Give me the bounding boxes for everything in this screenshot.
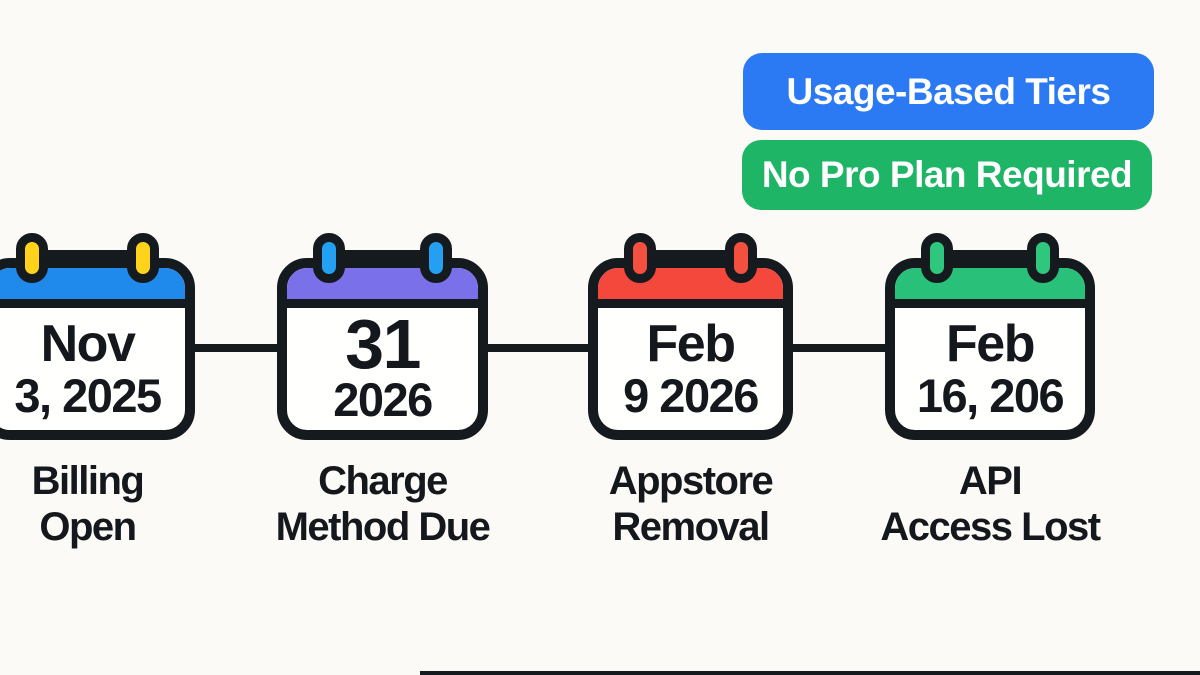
timeline-connector xyxy=(787,344,893,352)
calendar-ring-icon xyxy=(921,233,953,283)
event-label-line2: Method Due xyxy=(275,505,491,549)
event-label: Appstore Removal xyxy=(521,458,861,550)
event-label-line1: Billing xyxy=(31,459,145,503)
event-label-line2: Access Lost xyxy=(880,505,1101,549)
calendar-date: Feb 9 2026 xyxy=(598,308,783,430)
event-label: API Access Lost xyxy=(820,458,1160,550)
calendar-ring-icon xyxy=(1027,233,1059,283)
bottom-edge-line xyxy=(420,671,1200,675)
calendar-ring-icon xyxy=(725,233,757,283)
event-label-line1: Appstore xyxy=(608,459,774,503)
usage-tiers-badge-label: Usage-Based Tiers xyxy=(786,70,1111,112)
event-label-line2: Open xyxy=(39,505,137,549)
event-label-line2: Removal xyxy=(612,505,770,549)
calendar-ring-icon xyxy=(16,233,48,283)
calendar-date-month: Feb xyxy=(646,315,736,373)
usage-tiers-badge: Usage-Based Tiers xyxy=(743,53,1154,130)
calendar-date: Feb 16, 206 xyxy=(895,308,1085,430)
event-label: Charge Method Due xyxy=(213,458,553,550)
calendar-icon: Nov 3, 2025 xyxy=(0,258,195,440)
calendar-ring-icon xyxy=(624,233,656,283)
no-pro-plan-badge-label: No Pro Plan Required xyxy=(761,154,1133,195)
calendar-date: Nov 3, 2025 xyxy=(0,308,185,430)
no-pro-plan-badge: No Pro Plan Required xyxy=(742,140,1152,210)
calendar-ring-icon xyxy=(127,233,159,283)
calendar-date-day-year: 9 2026 xyxy=(623,369,759,422)
calendar-date-day: 31 xyxy=(345,305,421,383)
calendar-date-day-year: 16, 206 xyxy=(916,369,1065,422)
calendar-date: 31 2026 xyxy=(287,308,478,430)
calendar-date-month: Feb xyxy=(946,315,1035,373)
calendar-date-day-year: 3, 2025 xyxy=(14,369,162,422)
calendar-ring-icon xyxy=(313,233,345,283)
event-label: Billing Open xyxy=(0,458,258,550)
calendar-icon: Feb 9 2026 xyxy=(588,258,793,440)
calendar-ring-icon xyxy=(420,233,452,283)
calendar-date-month: Nov xyxy=(40,315,136,373)
event-label-line1: Charge xyxy=(318,459,448,503)
event-label-line1: API xyxy=(958,459,1023,503)
calendar-icon: 31 2026 xyxy=(277,258,488,440)
calendar-date-year: 2026 xyxy=(333,373,433,426)
calendar-icon: Feb 16, 206 xyxy=(885,258,1095,440)
timeline-connector xyxy=(482,344,597,352)
timeline-connector xyxy=(188,344,286,352)
